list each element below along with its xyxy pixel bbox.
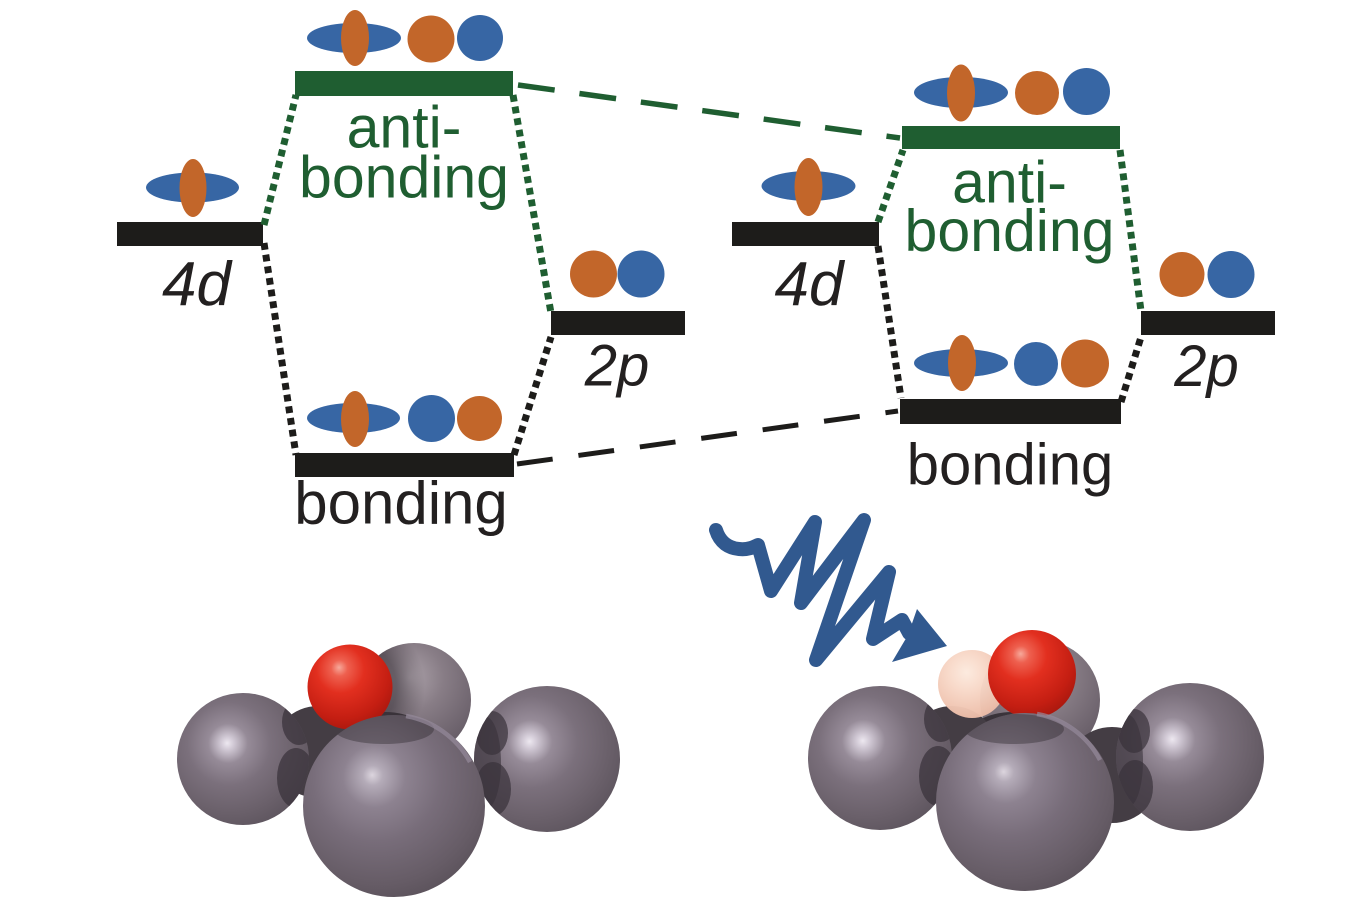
svg-text:2p: 2p (1173, 334, 1239, 399)
svg-text:bonding: bonding (299, 145, 509, 211)
svg-text:4d: 4d (162, 250, 233, 319)
svg-text:2p: 2p (584, 334, 650, 399)
svg-text:anti-: anti- (347, 95, 462, 161)
svg-text:bonding: bonding (905, 198, 1115, 264)
svg-text:bonding: bonding (907, 433, 1113, 498)
svg-text:4d: 4d (775, 250, 846, 319)
svg-text:bonding: bonding (294, 470, 508, 537)
svg-text:anti-: anti- (952, 150, 1067, 216)
